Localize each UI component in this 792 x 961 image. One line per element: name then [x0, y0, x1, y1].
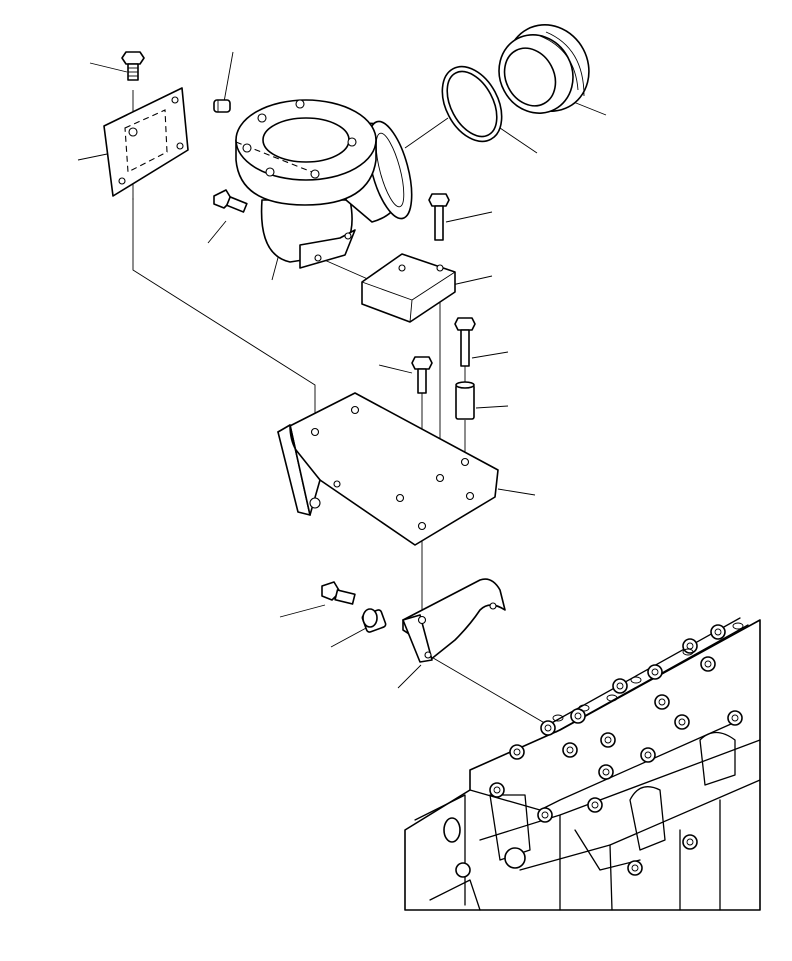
- head-studs-top: [552, 622, 744, 722]
- elbow-housing: [235, 99, 413, 269]
- bolt-lower-left: [321, 581, 356, 605]
- lower-collar: [361, 608, 387, 633]
- saddle-bracket: [402, 578, 506, 663]
- bolt-middle-left: [411, 356, 433, 394]
- spacer-collar: [455, 381, 475, 420]
- cover-plate: [103, 87, 189, 197]
- seal-ring: [441, 65, 503, 143]
- bracket-block: [361, 253, 456, 323]
- head-bolts: [489, 624, 743, 876]
- bolt-top-left: [121, 51, 145, 81]
- mounting-bracket: [277, 392, 499, 546]
- plug: [213, 99, 231, 113]
- bolt-upper-right: [428, 193, 450, 241]
- engine-head: [404, 617, 761, 911]
- bolt-elbow: [213, 189, 248, 213]
- leader-lines: [77, 51, 607, 689]
- bolt-middle-right: [454, 317, 476, 367]
- clamp-ring: [498, 24, 590, 114]
